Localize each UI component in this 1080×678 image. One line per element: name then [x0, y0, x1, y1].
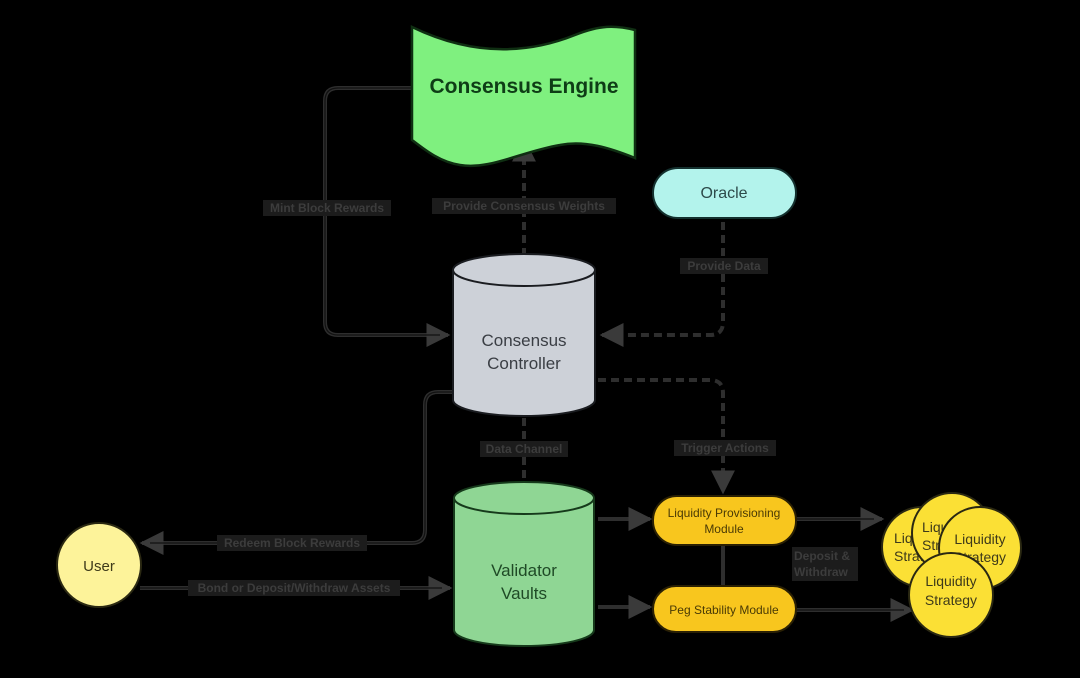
strategy-4-line2: Strategy: [925, 592, 977, 608]
node-consensus-engine[interactable]: Consensus Engine: [410, 25, 637, 168]
svg-text:Provide Data: Provide Data: [687, 259, 761, 273]
node-oracle[interactable]: Oracle: [652, 167, 797, 219]
node-validator-vaults-line2: Vaults: [501, 584, 547, 603]
node-validator-vaults-line1: Validator: [491, 561, 557, 580]
node-liquidity-strategy-4[interactable]: Liquidity Strategy: [908, 552, 994, 638]
svg-text:Bond or Deposit/Withdraw Asset: Bond or Deposit/Withdraw Assets: [198, 581, 391, 595]
edge-redeem-block-rewards: [139, 390, 452, 555]
node-peg-stability-module[interactable]: Peg Stability Module: [652, 585, 797, 633]
edge-label-mint-block-rewards: Mint Block Rewards: [263, 200, 391, 216]
svg-text:Deposit &: Deposit &: [794, 549, 850, 563]
edge-provide-data: [599, 222, 725, 347]
svg-text:Trigger Actions: Trigger Actions: [681, 441, 769, 455]
node-lpm-line2: Module: [704, 522, 744, 536]
edge-label-provide-data: Provide Data: [680, 258, 768, 274]
svg-text:Data Channel: Data Channel: [486, 442, 563, 456]
node-liquidity-strategy-group: Liquidity Strategy Liquidity Strategy Li…: [881, 492, 1022, 638]
node-validator-vaults[interactable]: Validator Vaults: [453, 481, 595, 647]
edge-label-provide-consensus-weights: Provide Consensus Weights: [432, 198, 616, 214]
node-consensus-controller[interactable]: Consensus Controller: [452, 253, 596, 417]
node-liquidity-provisioning-module[interactable]: Liquidity Provisioning Module: [652, 495, 797, 546]
edge-label-deposit-withdraw: Deposit & Withdraw: [792, 547, 858, 581]
strategy-3-line1: Liquidity: [954, 531, 1005, 547]
svg-text:Provide Consensus Weights: Provide Consensus Weights: [443, 199, 605, 213]
edge-label-trigger-actions: Trigger Actions: [674, 440, 776, 456]
svg-text:Withdraw: Withdraw: [794, 565, 849, 579]
edge-label-bond-deposit-withdraw: Bond or Deposit/Withdraw Assets: [188, 580, 400, 596]
node-user[interactable]: User: [56, 522, 142, 608]
node-consensus-controller-line1: Consensus: [481, 331, 566, 350]
node-lpm-line1: Liquidity Provisioning: [668, 506, 781, 520]
node-user-label: User: [83, 558, 115, 575]
edge-label-redeem-block-rewards: Redeem Block Rewards: [217, 535, 367, 551]
edge-trigger-actions: [598, 378, 735, 495]
svg-text:Redeem Block Rewards: Redeem Block Rewards: [224, 536, 360, 550]
node-oracle-label: Oracle: [700, 185, 747, 202]
edge-label-data-channel: Data Channel: [480, 441, 568, 457]
node-psm-label: Peg Stability Module: [669, 603, 779, 617]
node-consensus-controller-line2: Controller: [487, 354, 561, 373]
node-consensus-engine-label: Consensus Engine: [429, 75, 618, 98]
strategy-4-line1: Liquidity: [925, 573, 976, 589]
svg-text:Mint Block Rewards: Mint Block Rewards: [270, 201, 384, 215]
